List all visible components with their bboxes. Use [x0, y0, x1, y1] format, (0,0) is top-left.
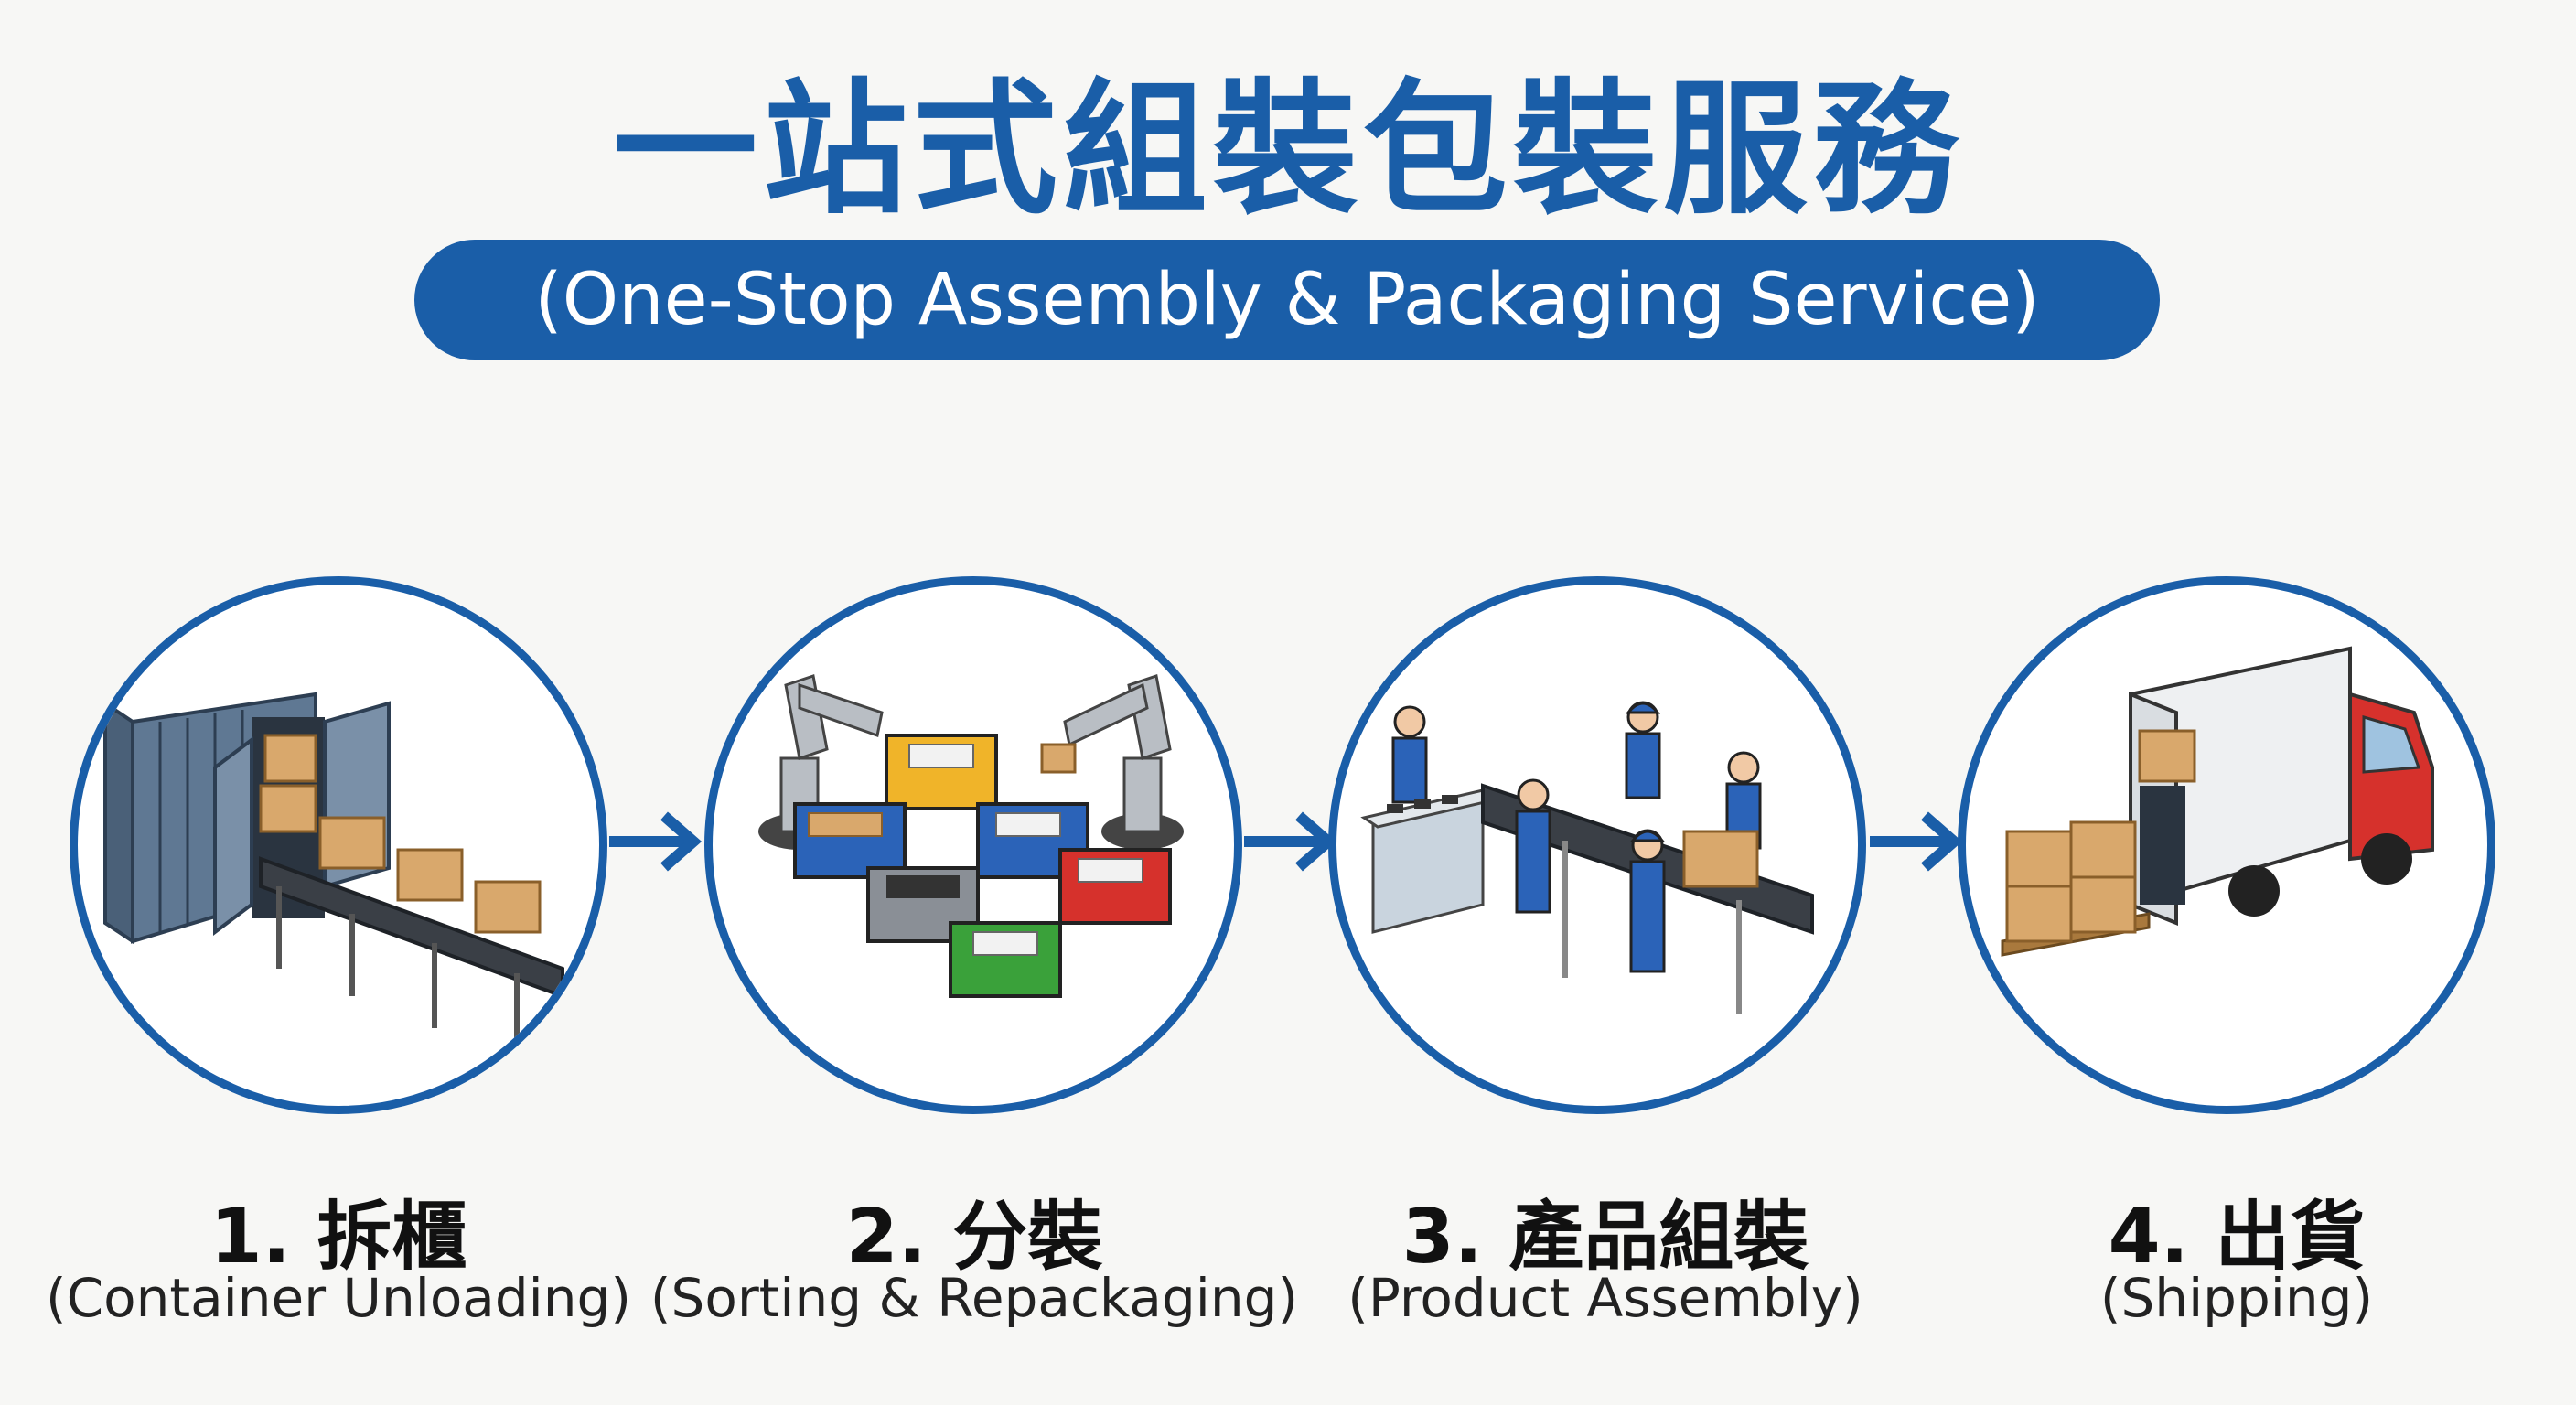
step-2-circle: [704, 576, 1242, 1114]
container-unloading-illustration: [103, 692, 564, 1051]
subtitle-banner: (One-Stop Assembly & Packaging Service): [414, 240, 2160, 360]
step-1-label: 1. 拆櫃: [209, 1194, 467, 1281]
sorting-robots-illustration: [758, 674, 1184, 998]
step-4-sublabel: (Shipping): [2099, 1267, 2374, 1329]
step-1-circle: [70, 576, 607, 1114]
page-title: 一站式組裝包裝服務: [613, 66, 1963, 234]
step-3-label: 3. 產品組裝: [1401, 1194, 1809, 1281]
step-3-circle: [1328, 576, 1866, 1114]
assembly-line-illustration: [1360, 701, 1814, 1014]
step-3-sublabel: (Product Assembly): [1347, 1267, 1863, 1329]
step-1-sublabel: (Container Unloading): [46, 1267, 631, 1329]
step-4-circle: [1958, 576, 2496, 1114]
shipping-truck-illustration: [2001, 646, 2434, 957]
step-2-sublabel: (Sorting & Repackaging): [649, 1267, 1299, 1329]
arrow-right-icon: [1870, 811, 1963, 872]
step-4-label: 4. 出貨: [2108, 1194, 2366, 1281]
arrow-right-icon: [609, 811, 703, 872]
step-2-label: 2. 分裝: [845, 1194, 1103, 1281]
